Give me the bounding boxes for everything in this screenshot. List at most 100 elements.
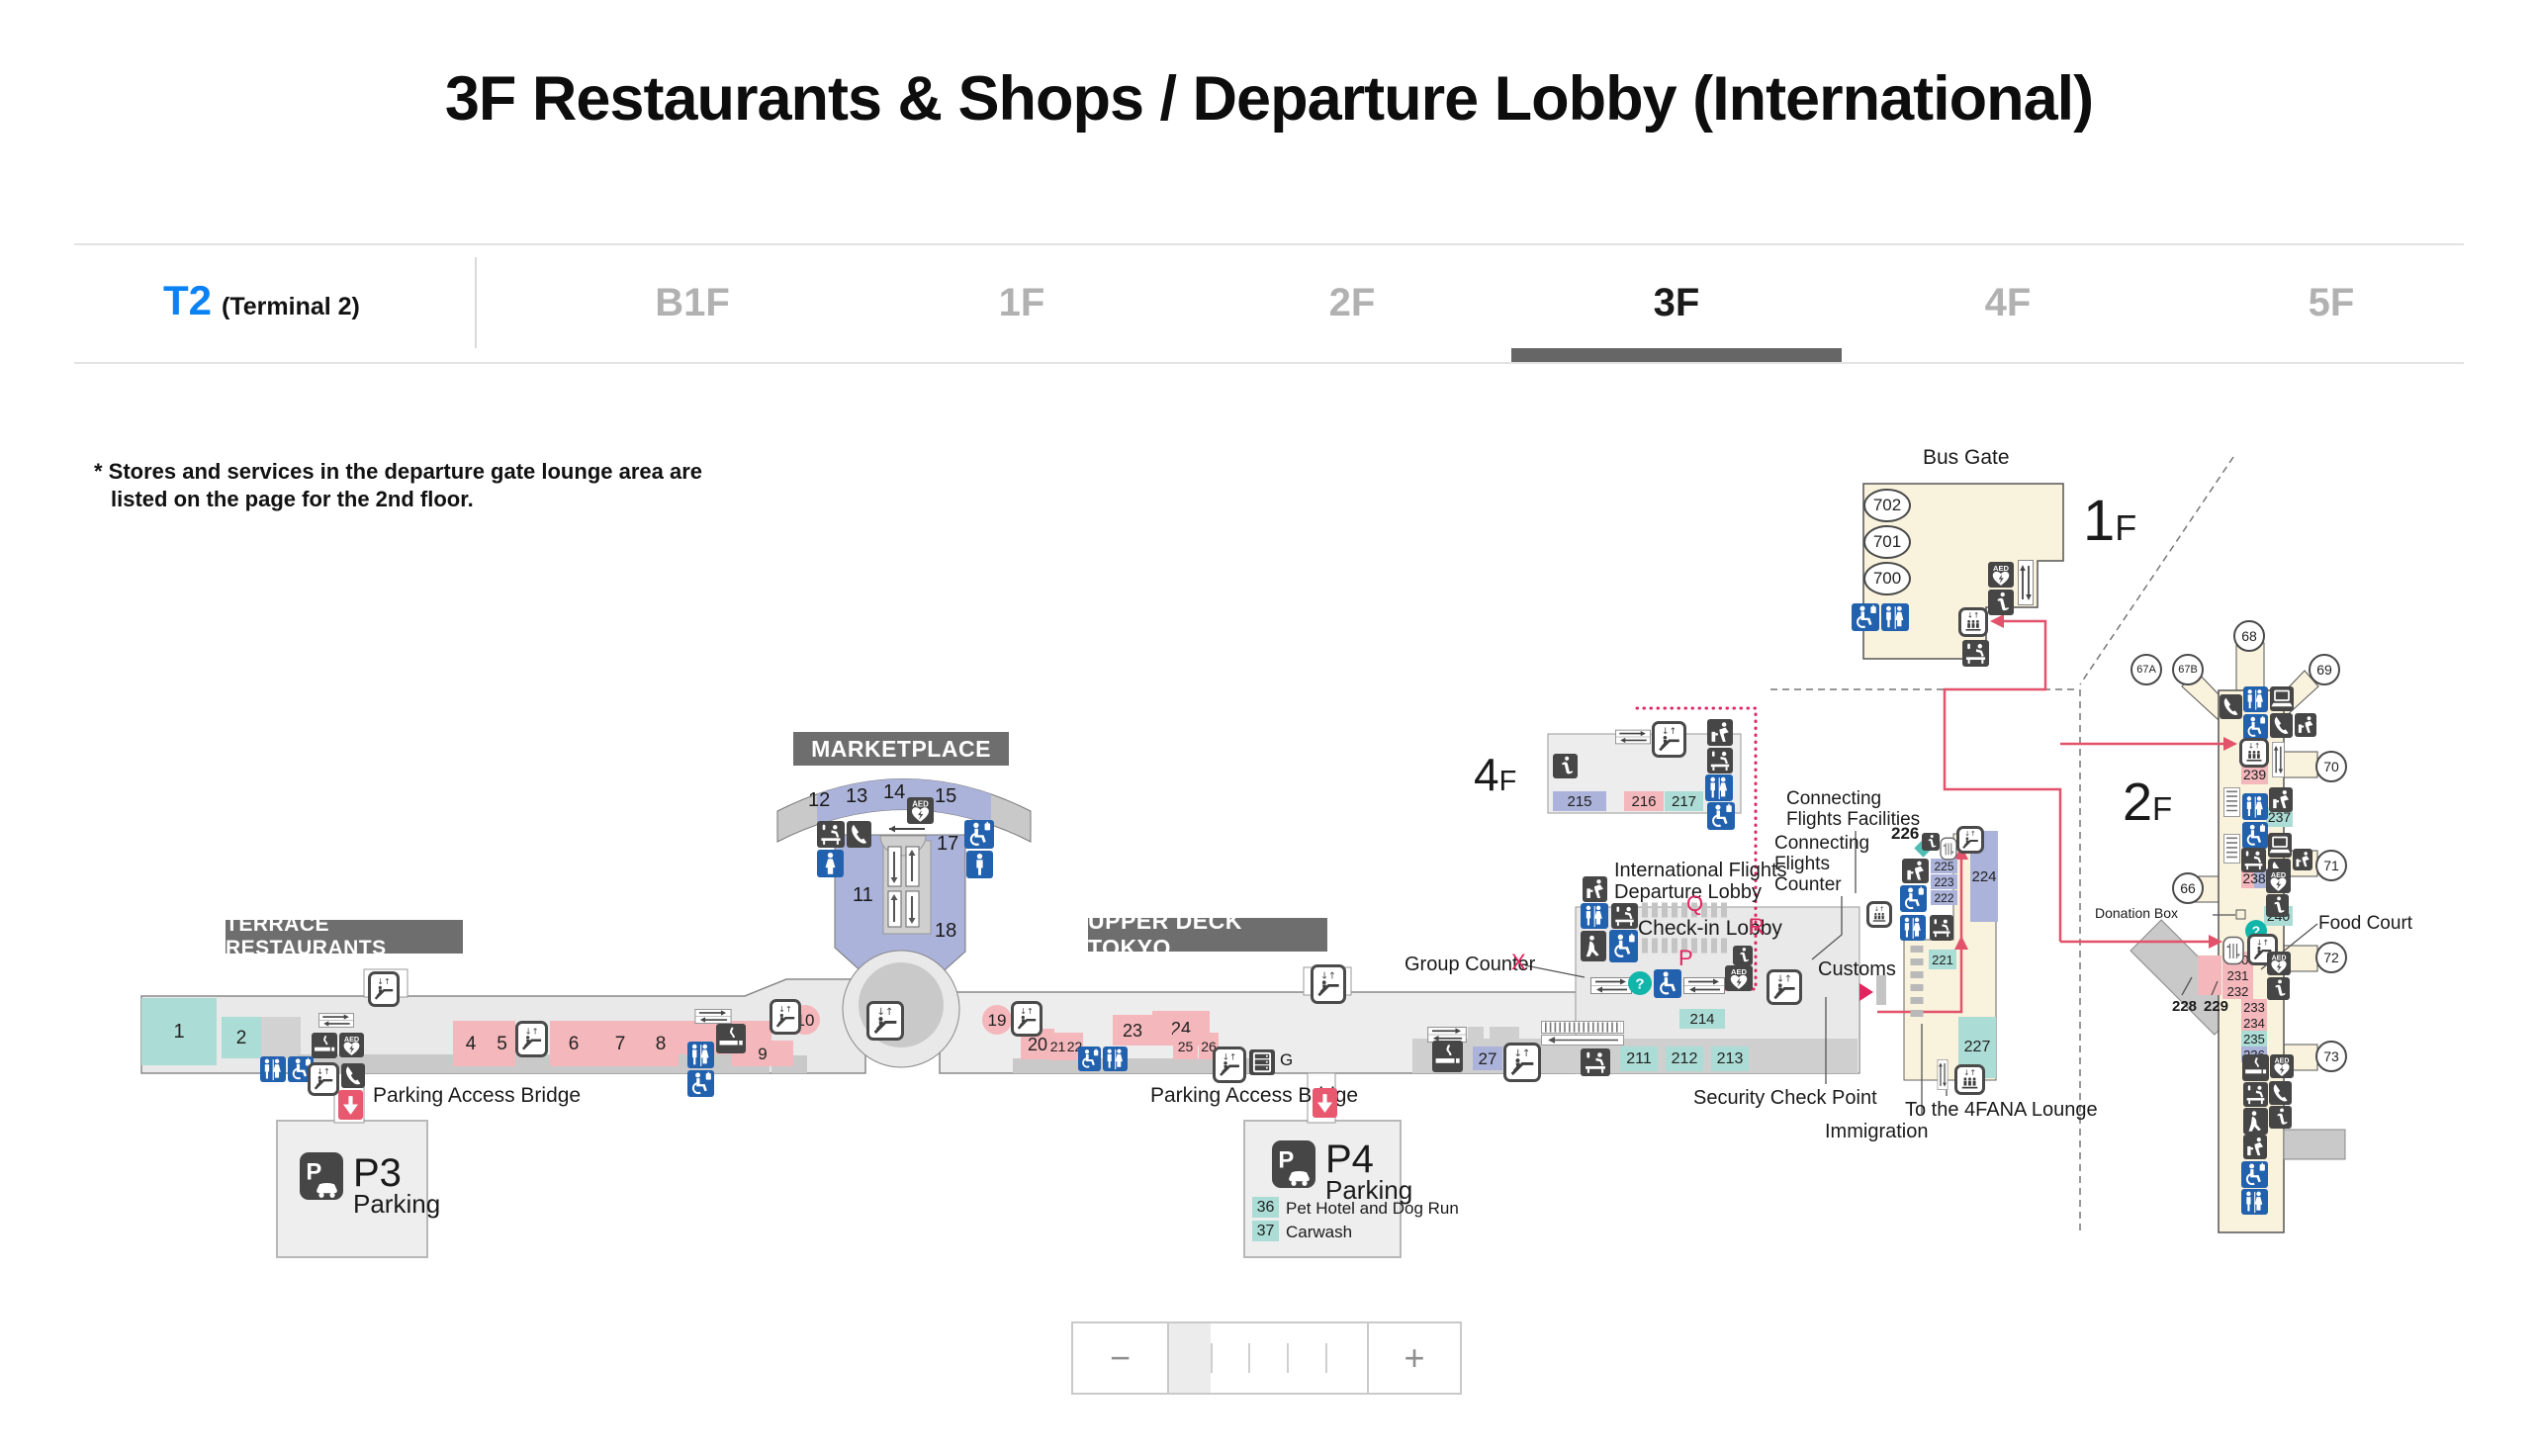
room-231[interactable]: 231 [2222,967,2253,983]
information-icon [2267,977,2290,1000]
map-label-g: G [1280,1050,1294,1069]
mens-toilet-icon [966,851,993,878]
toilets-icon [2243,686,2268,712]
escalator-icon: ↓↑ [866,1001,904,1041]
room-235[interactable]: 235 [2241,1031,2267,1046]
elevator-icon: ↓↑ [2239,738,2269,768]
moving-walkway-icon [1937,1059,1949,1090]
gate-702: 702 [1863,489,1911,522]
room-222[interactable]: 222 [1931,890,1957,905]
tab-2f[interactable]: 2F [1328,281,1376,324]
gate-700: 700 [1863,562,1911,595]
room-7[interactable]: 7 [597,1021,643,1066]
aed-icon: AED [2270,1054,2294,1078]
zoom-slider-fill [1169,1323,1211,1393]
svg-text:?: ? [1635,976,1644,993]
room-6[interactable]: 6 [550,1021,597,1066]
room-215[interactable]: 215 [1553,791,1606,811]
telephone-icon [2269,1081,2292,1105]
svg-text:AED: AED [344,1035,359,1044]
room-212[interactable]: 212 [1666,1046,1703,1071]
map-label-226: 226 [1891,824,1920,843]
room-5[interactable]: 5 [489,1021,515,1066]
svg-text:↓↑: ↓↑ [1662,727,1677,737]
svg-text:↓↑: ↓↑ [377,976,391,986]
parking-name-p4: P4 [1325,1138,1374,1181]
moving-walkway-icon [2018,560,2034,605]
accessible-toilet-icon [1078,1046,1101,1071]
zone-label-terrace-restaurants: TERRACE RESTAURANTS [226,913,463,959]
svg-text:↓↑: ↓↑ [1320,970,1336,981]
room-21[interactable]: 21 [1049,1033,1066,1060]
wheelchair-icon [1654,969,1681,998]
tab-5f[interactable]: 5F [2308,281,2355,324]
tab-b1f[interactable]: B1F [655,281,730,324]
map-label-x: X [1511,950,1526,974]
accessible-toilet-icon [1900,885,1927,912]
room-4[interactable]: 4 [453,1021,489,1066]
tabbar-bottom-divider [74,362,2464,364]
room-9[interactable]: 9 [732,1041,793,1066]
room-232[interactable]: 232 [2222,983,2253,999]
room-1[interactable]: 1 [141,998,217,1065]
tab-1f[interactable]: 1F [998,281,1045,324]
svg-text:↓↑: ↓↑ [2256,938,2269,947]
parking-label-p4: Parking [1325,1175,1413,1205]
room-27[interactable]: 27 [1473,1046,1502,1070]
room-238[interactable]: 238 [2241,868,2267,888]
room-234[interactable]: 234 [2241,1015,2267,1031]
room-211[interactable]: 211 [1620,1046,1658,1071]
svg-text:AED: AED [2275,1058,2290,1065]
room-217[interactable]: 217 [1665,791,1703,811]
floor-marker-2f: 2F [2123,773,2173,832]
room-214[interactable]: 214 [1679,1009,1725,1029]
gate-68: 68 [2233,620,2265,652]
map-label-connecting: Connecting [1774,833,1870,854]
zoom-in-button[interactable]: + [1367,1323,1460,1393]
moving-walkway-icon [1590,977,1632,994]
room-225[interactable]: 225 [1931,859,1957,873]
map-label-international-flights: International Flights [1614,860,1787,881]
map-label-counter: Counter [1774,874,1842,895]
room-216[interactable]: 216 [1624,791,1664,811]
room-237[interactable]: 237 [2266,807,2293,827]
room-8[interactable]: 8 [643,1021,679,1066]
tab-3f[interactable]: 3F [1653,281,1700,324]
map-label-14: 14 [883,781,906,803]
map-label-flights-facilities: Flights Facilities [1786,809,1921,830]
customs-arrow [1859,983,1873,1001]
terminal-selector[interactable]: T2 (Terminal 2) [163,277,360,324]
accessible-toilet-icon [1609,930,1638,962]
aed-icon: AED [2267,952,2291,975]
room-2[interactable]: 2 [222,1017,261,1058]
information-icon [1733,946,1753,965]
moving-walkway-icon [1615,729,1651,745]
down-arrow-icon [1313,1088,1337,1118]
map-label-11: 11 [853,884,873,906]
active-tab-underline [1511,348,1842,362]
room-25[interactable]: 25 [1173,1033,1198,1059]
svg-text:↓↑: ↓↑ [1223,1052,1237,1062]
room-233[interactable]: 233 [2241,999,2267,1015]
zoom-slider[interactable] [1169,1323,1367,1393]
aed-icon: AED [339,1033,364,1057]
room-19[interactable]: 19 [982,1005,1012,1035]
svg-text:AED: AED [912,800,929,809]
room-23[interactable]: 23 [1113,1015,1152,1046]
terminal-label: T2 [163,277,213,323]
zoom-out-button[interactable]: − [1073,1323,1169,1393]
baby-care-icon [1962,640,1989,667]
gate-70: 70 [2315,751,2347,782]
tab-4f[interactable]: 4F [1984,281,2032,324]
room-221[interactable]: 221 [1929,950,1956,969]
drinking-fountain-icon [1583,876,1607,902]
room-223[interactable]: 223 [1931,874,1957,889]
room-239[interactable]: 239 [2241,765,2268,784]
room-213[interactable]: 213 [1711,1046,1749,1071]
zoom-tick [1325,1342,1327,1374]
baby-care-icon [817,821,845,848]
prayer-room-icon [1581,931,1606,961]
gate-71: 71 [2315,850,2347,881]
